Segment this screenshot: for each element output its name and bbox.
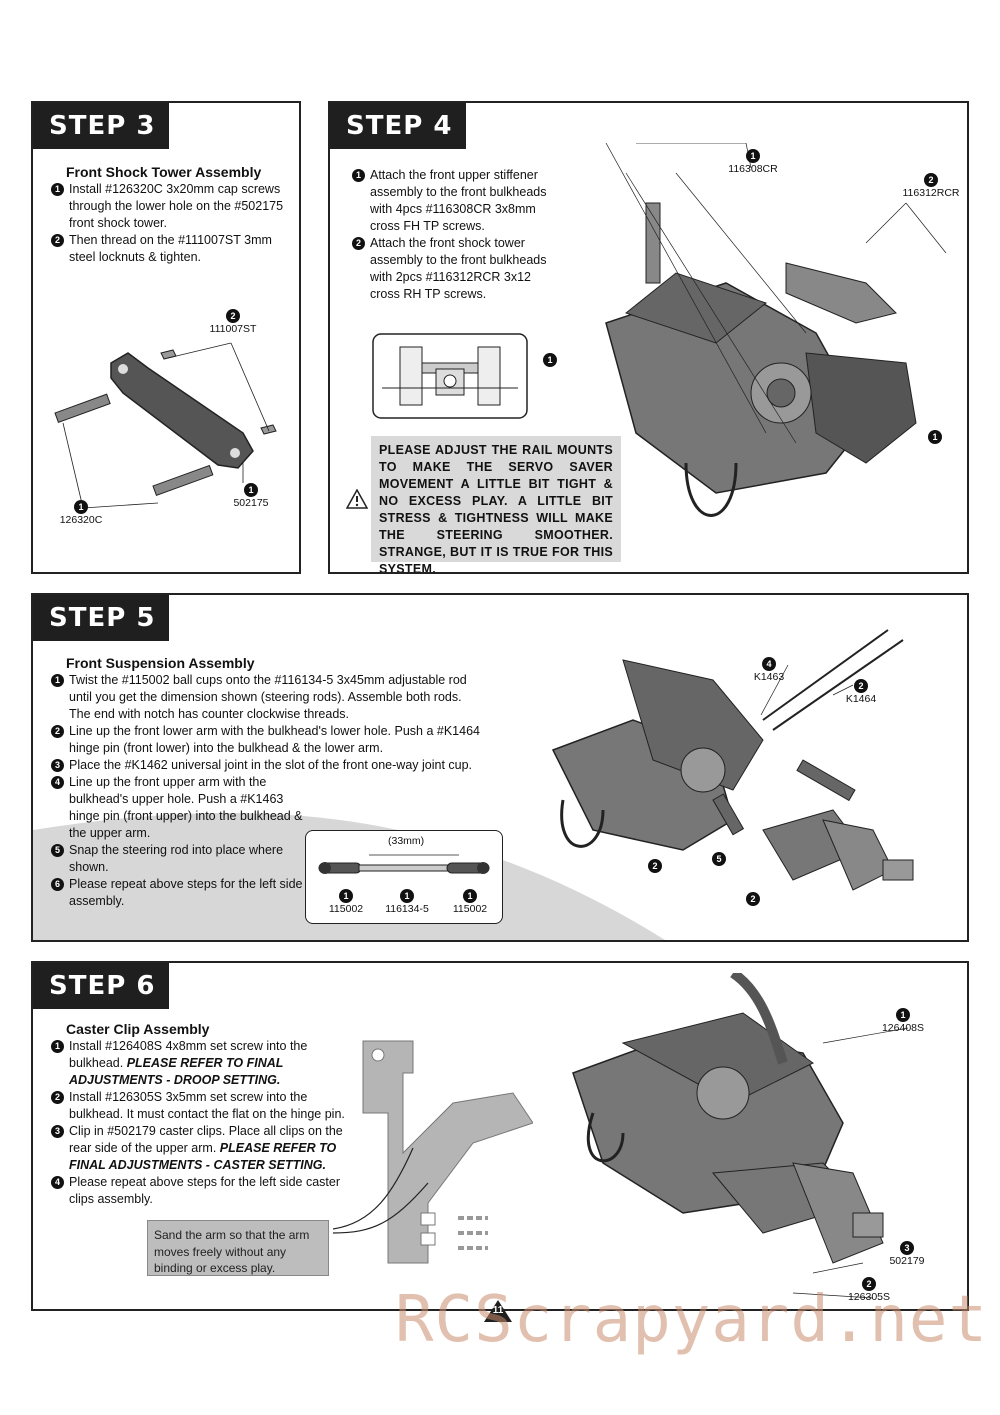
step6-badge: STEP 6: [33, 963, 170, 1009]
step4-callout-left: 1: [540, 353, 560, 367]
number-2-icon: 2: [51, 234, 64, 247]
step3-shock-tower-diagram: [54, 342, 277, 509]
number-2-icon: 2: [51, 1091, 64, 1104]
step5-badge: STEP 5: [33, 595, 170, 641]
number-6-icon: 6: [51, 878, 64, 891]
number-1-icon: 1: [51, 1040, 64, 1053]
step6-caster-clip-diagram: [333, 1040, 533, 1264]
step5-callout-lower-right: 2: [743, 892, 763, 906]
number-4-icon: 4: [51, 776, 64, 789]
step5-suspension-diagram: [551, 629, 914, 891]
step6-sand-note: Sand the arm so that the arm moves freel…: [147, 1220, 329, 1276]
step3-badge: STEP 3: [33, 103, 170, 149]
step4-warning: PLEASE ADJUST THE RAIL MOUNTS TO MAKE TH…: [371, 436, 621, 572]
step3-title: Front Shock Tower Assembly: [66, 164, 262, 180]
step6-chassis-diagram: [572, 973, 909, 1299]
step5-callout-lower-left: 2: [645, 859, 665, 873]
number-1-icon: 1: [352, 169, 365, 182]
step4-rail-mount-inset: [372, 333, 528, 419]
step4-callout-right: 1: [925, 430, 945, 444]
step5-callout-5: 5: [709, 852, 729, 866]
rod-dimension-label: (33mm): [388, 835, 425, 847]
number-5-icon: 5: [51, 844, 64, 857]
step4-chassis-diagram: [605, 143, 947, 517]
step4-badge: STEP 4: [330, 103, 467, 149]
number-3-icon: 3: [51, 759, 64, 772]
number-2-icon: 2: [352, 237, 365, 250]
number-4-icon: 4: [51, 1176, 64, 1189]
number-1-icon: 1: [51, 183, 64, 196]
steering-rod-icon: [318, 854, 490, 874]
step6-title: Caster Clip Assembly: [66, 1021, 210, 1037]
number-3-icon: 3: [51, 1125, 64, 1138]
watermark: RCScrapyard.net: [395, 1283, 988, 1357]
warning-triangle-icon: [346, 489, 368, 509]
step5-title: Front Suspension Assembly: [66, 655, 255, 671]
number-2-icon: 2: [51, 725, 64, 738]
number-1-icon: 1: [51, 674, 64, 687]
